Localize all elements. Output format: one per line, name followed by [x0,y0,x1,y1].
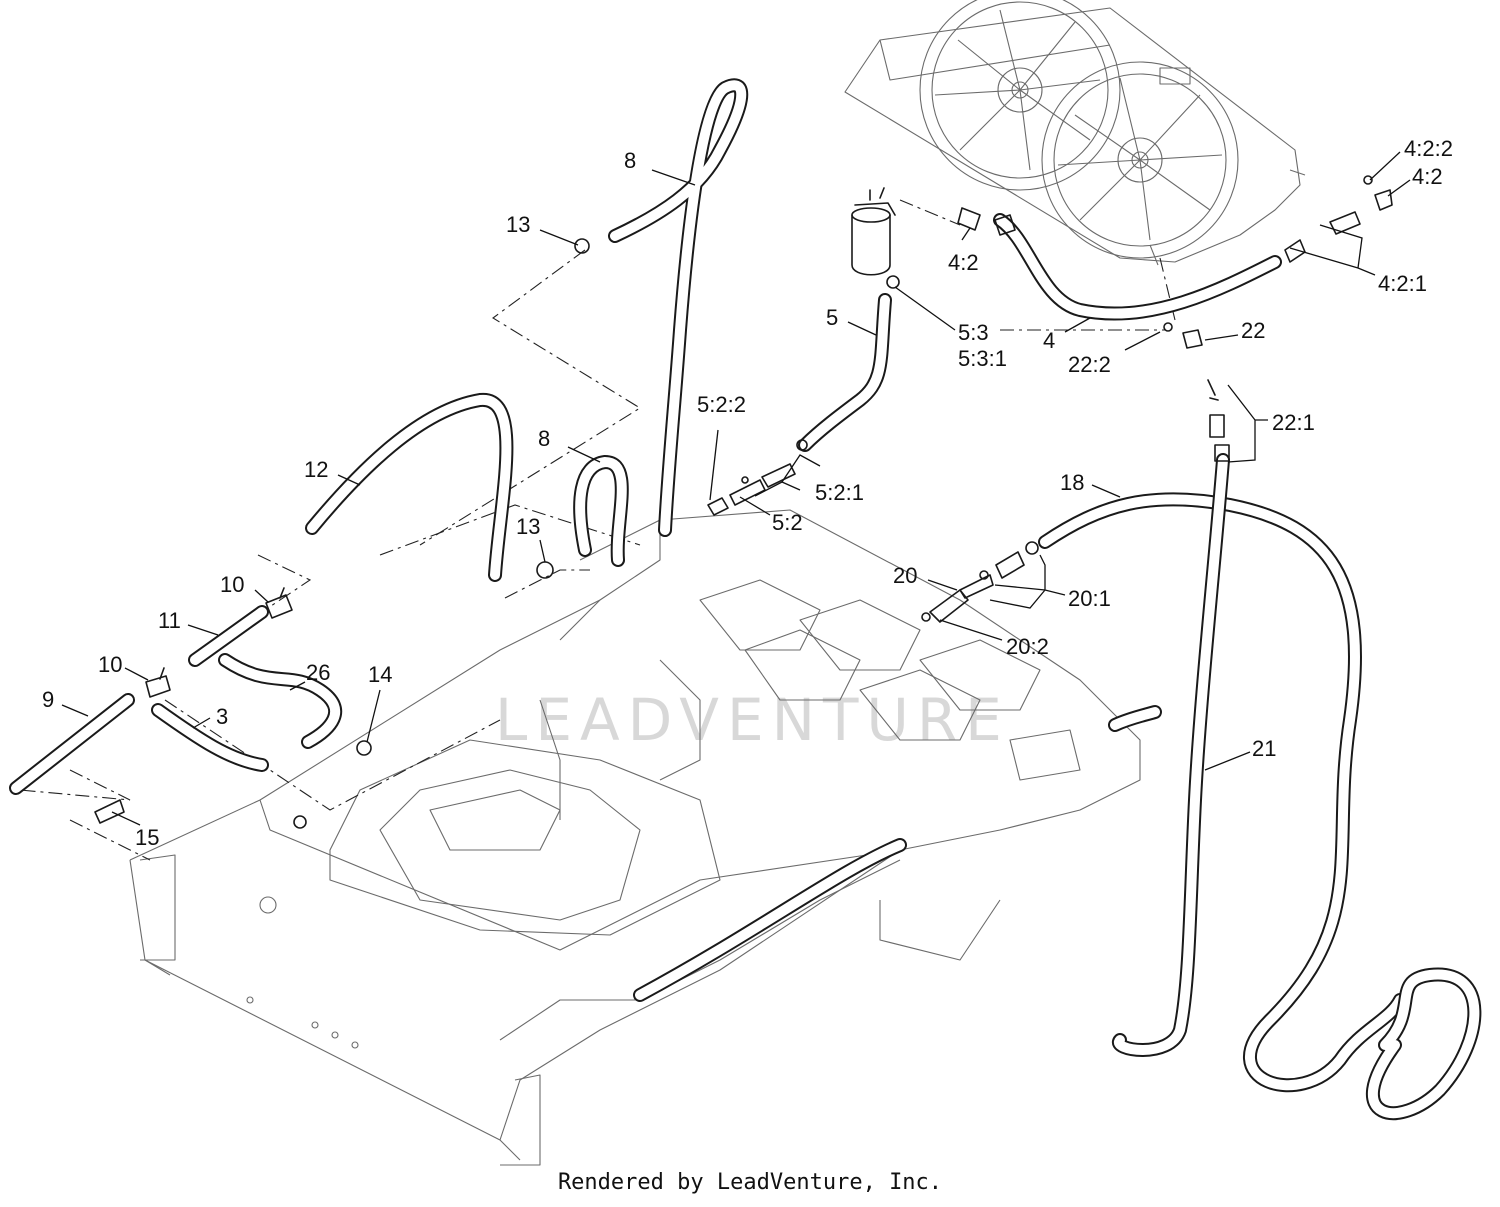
watermark: LEADVENTURE [495,686,1010,754]
leader-lines [61,151,1411,826]
callout-13-upper: 13 [506,212,530,237]
callout-10-upper: 10 [220,572,244,597]
callout-4: 4 [1043,328,1055,353]
callout-15: 15 [135,825,159,850]
callout-5-2-1: 5:2:1 [815,480,864,505]
chassis-frame [129,509,1141,1166]
callout-8-lower: 8 [538,426,550,451]
callout-labels: 8 13 12 8 13 10 11 10 9 3 26 14 15 5 5:3… [42,136,1453,850]
callout-13-lower: 13 [516,514,540,539]
callout-3: 3 [216,704,228,729]
callout-26: 26 [306,660,330,685]
callout-12: 12 [304,457,328,482]
callout-21: 21 [1252,736,1276,761]
callout-4-2-right: 4:2 [1412,164,1443,189]
callout-5-3-1: 5:3:1 [958,346,1007,371]
callout-9: 9 [42,687,54,712]
callout-5-2: 5:2 [772,510,803,535]
callout-20: 20 [893,563,917,588]
callout-22-1: 22:1 [1272,410,1315,435]
hoses [9,78,1482,1121]
callout-8-upper: 8 [624,148,636,173]
callout-10-lower: 10 [98,652,122,677]
callout-5: 5 [826,305,838,330]
callout-5-2-2: 5:2:2 [697,392,746,417]
callout-20-2: 20:2 [1006,634,1049,659]
callout-18: 18 [1060,470,1084,495]
callout-4-2-2: 4:2:2 [1404,136,1453,161]
callout-14: 14 [368,662,392,687]
callout-4-2-1: 4:2:1 [1378,271,1427,296]
rendered-by-footer: Rendered by LeadVenture, Inc. [557,1170,943,1195]
callout-22: 22 [1241,318,1265,343]
routing-lines [19,199,1176,861]
callout-20-1: 20:1 [1068,586,1111,611]
callout-11: 11 [158,608,181,633]
radiator-fan-assembly [844,0,1306,266]
callout-22-2: 22:2 [1068,352,1111,377]
fittings [94,175,1393,829]
callout-4-2-left: 4:2 [948,250,979,275]
callout-5-3: 5:3 [958,320,989,345]
